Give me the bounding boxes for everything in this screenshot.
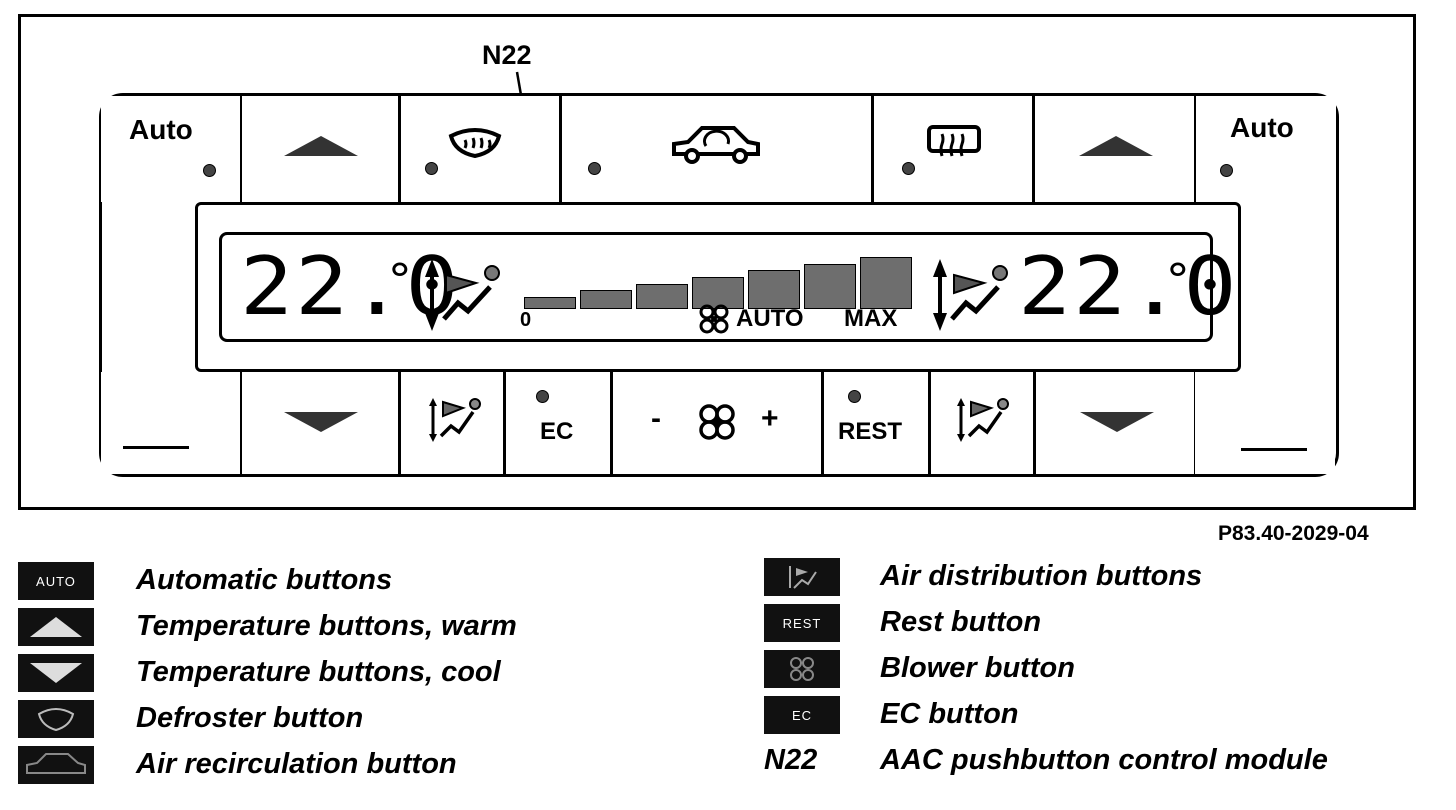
- legend-text: Automatic buttons: [136, 564, 393, 596]
- blower-plus-label: +: [761, 402, 779, 435]
- fan-icon: [699, 304, 729, 334]
- blower-level-segment: [636, 283, 688, 309]
- rear-defroster-button[interactable]: [872, 96, 1034, 202]
- auto-icon: AUTO: [18, 562, 94, 600]
- auto-off-button-left[interactable]: [101, 372, 241, 474]
- recirculation-icon: [18, 746, 94, 784]
- legend-text: Air recirculation button: [136, 748, 457, 780]
- air-distribution-indicator-right: [933, 259, 1008, 331]
- rest-led: [848, 390, 861, 403]
- legend-code-label: N22: [764, 744, 818, 776]
- rest-label: REST: [838, 418, 903, 445]
- legend-text: Defroster button: [136, 702, 364, 734]
- auto-button-left[interactable]: Auto: [101, 96, 241, 202]
- defroster-button[interactable]: [399, 96, 561, 202]
- blower-level-segment: [524, 297, 576, 309]
- blower-level-bars: [524, 257, 914, 309]
- blower-minus-label: -: [651, 402, 661, 435]
- air-distribution-icon: [429, 398, 481, 442]
- blower-level-segment: [748, 270, 800, 309]
- legend-text: AAC pushbutton control module: [880, 744, 1328, 776]
- auto-right-label: Auto: [1230, 112, 1294, 143]
- max-indicator-label: MAX: [844, 305, 898, 332]
- ec-led: [536, 390, 549, 403]
- figure-id: P83.40-2029-04: [1218, 522, 1369, 545]
- defroster-led: [425, 162, 438, 175]
- blower-level-segment: [804, 263, 856, 309]
- triangle-up-icon: [1079, 136, 1153, 156]
- blower-icon: [699, 404, 735, 440]
- blower-button[interactable]: - +: [611, 372, 823, 474]
- legend-text: EC button: [880, 698, 1019, 730]
- recirculation-icon: [672, 126, 760, 164]
- ec-label: EC: [540, 418, 574, 445]
- dash-icon: [1241, 448, 1307, 451]
- air-distribution-indicator-left: [425, 259, 500, 331]
- air-distribution-icon: [957, 398, 1009, 442]
- legend-text: Air distribution buttons: [880, 560, 1203, 592]
- auto-indicator-label: AUTO: [736, 305, 804, 332]
- rear-defroster-icon: [927, 125, 981, 157]
- temp-left-readout: 22.0°: [240, 240, 461, 333]
- auto-left-label: Auto: [129, 114, 193, 145]
- recirculation-button[interactable]: [560, 96, 873, 202]
- triangle-down-icon: [18, 654, 94, 692]
- bar-min-label: 0: [520, 309, 532, 331]
- legend-text: Blower button: [880, 652, 1075, 684]
- degree-symbol: °: [385, 255, 417, 306]
- rest-button[interactable]: REST: [822, 372, 930, 474]
- diagram-frame: [18, 14, 1416, 510]
- ec-button[interactable]: EC: [504, 372, 612, 474]
- defroster-icon: [18, 700, 94, 738]
- triangle-down-icon: [284, 412, 358, 432]
- dash-icon: [123, 446, 189, 449]
- legend-text: Rest button: [880, 606, 1042, 638]
- rest-icon: REST: [764, 604, 840, 642]
- legend-icon-label: REST: [782, 615, 822, 631]
- auto-off-button-right[interactable]: [1195, 372, 1335, 474]
- legend-icon-label: EC: [791, 707, 813, 723]
- blower-icon: [764, 650, 840, 688]
- air-distribution-icon: [764, 558, 840, 596]
- triangle-up-icon: [284, 136, 358, 156]
- auto-right-led: [1220, 164, 1233, 177]
- rear-defroster-led: [902, 162, 915, 175]
- blower-level-segment: [580, 290, 632, 309]
- blower-level-segment: [860, 257, 912, 309]
- temp-warm-button-right[interactable]: [1033, 96, 1195, 202]
- air-distribution-button-left[interactable]: [399, 372, 505, 474]
- recirculation-led: [588, 162, 601, 175]
- air-distribution-button-right[interactable]: [929, 372, 1035, 474]
- legend-text: Temperature buttons, warm: [136, 610, 517, 642]
- temp-warm-button-left[interactable]: [240, 96, 400, 202]
- auto-button-right[interactable]: Auto: [1194, 96, 1336, 202]
- lcd-display: 22.0° 0 AUTO MAX 22.0°: [219, 232, 1237, 342]
- ec-icon: EC: [764, 696, 840, 734]
- defroster-icon: [448, 128, 502, 159]
- degree-symbol: °: [1163, 255, 1195, 306]
- temp-cool-button-right[interactable]: [1034, 372, 1196, 474]
- triangle-down-icon: [1080, 412, 1154, 432]
- triangle-up-icon: [18, 608, 94, 646]
- legend-icon-label: AUTO: [36, 573, 76, 589]
- callout-label: N22: [482, 40, 532, 70]
- temp-cool-button-left[interactable]: [240, 372, 400, 474]
- legend-text: Temperature buttons, cool: [136, 656, 501, 688]
- temp-right-readout: 22.0°: [1018, 240, 1239, 333]
- auto-left-led: [203, 164, 216, 177]
